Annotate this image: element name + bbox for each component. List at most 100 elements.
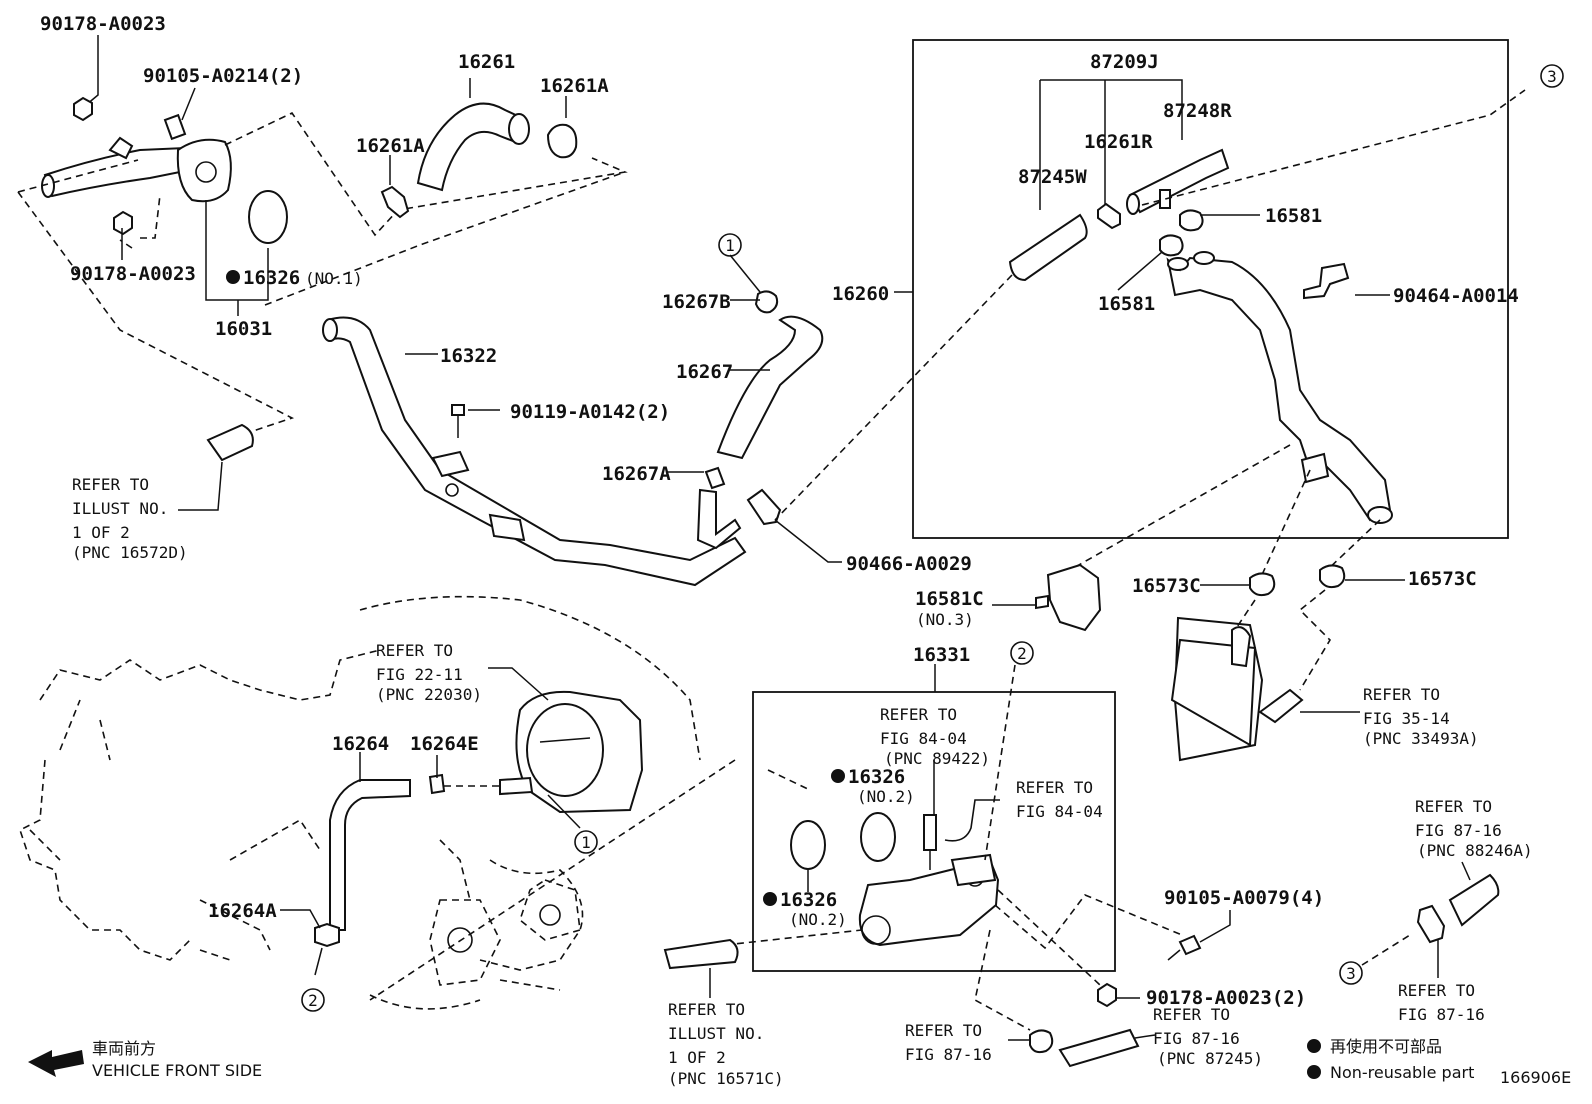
diagram-id: 166906E — [1500, 1068, 1571, 1087]
part-label: 90105-A0214(2) — [143, 65, 303, 87]
part-label-suffix: (NO.3) — [916, 610, 974, 629]
svg-text:VEHICLE FRONT SIDE: VEHICLE FRONT SIDE — [92, 1061, 262, 1080]
part-label: 16573C — [1132, 575, 1201, 597]
svg-text:REFER TO: REFER TO — [1415, 797, 1492, 816]
part-label: 16322 — [440, 345, 497, 367]
part-label: 16581 — [1265, 205, 1322, 227]
dashed-leader — [1254, 469, 1311, 591]
part-label: 16261 — [458, 51, 515, 73]
svg-text:16326: 16326 — [848, 766, 905, 788]
svg-text:FIG 84-04: FIG 84-04 — [1016, 802, 1103, 821]
refer-note-fig84-b: REFER TO FIG 84-04 — [1016, 778, 1103, 821]
svg-text:車両前方: 車両前方 — [92, 1039, 156, 1058]
part-label: 16573C — [1408, 568, 1477, 590]
svg-text:2: 2 — [1017, 644, 1027, 663]
part-label: 16267B — [662, 291, 731, 313]
refer-note-fig87-b: REFER TO FIG 87-16 — [1398, 981, 1485, 1024]
svg-text:ILLUST NO.: ILLUST NO. — [72, 499, 168, 518]
refer-note-fig87-d: REFER TO FIG 87-16 (PNC 87245) — [1153, 1005, 1263, 1068]
svg-text:3: 3 — [1547, 67, 1557, 86]
svg-text:2: 2 — [308, 991, 318, 1010]
svg-text:(NO.2): (NO.2) — [857, 787, 915, 806]
valve-16581c — [992, 563, 1102, 632]
svg-text:REFER TO: REFER TO — [376, 641, 453, 660]
svg-text:Non-reusable part: Non-reusable part — [1330, 1063, 1474, 1082]
part-label: 90119-A0142(2) — [510, 401, 670, 423]
non-reusable-dot-icon — [1307, 1065, 1321, 1079]
callout-2-left: 2 — [301, 988, 325, 1012]
heater-hose-ref — [1361, 861, 1500, 978]
svg-text:REFER TO: REFER TO — [1363, 685, 1440, 704]
part-label: 16261A — [540, 75, 609, 97]
non-reusable-legend: 再使用不可部品 Non-reusable part — [1307, 1037, 1474, 1082]
svg-text:1: 1 — [725, 236, 735, 255]
dashed-leader — [774, 274, 1013, 521]
dashed-leader — [1324, 519, 1381, 573]
part-label: 90466-A0029 — [846, 553, 972, 575]
svg-text:(NO.2): (NO.2) — [789, 910, 847, 929]
svg-text:(PNC 16571C): (PNC 16571C) — [668, 1069, 784, 1088]
svg-text:FIG 87-16: FIG 87-16 — [1398, 1005, 1485, 1024]
svg-text:REFER TO: REFER TO — [880, 705, 957, 724]
svg-text:16326: 16326 — [243, 267, 300, 289]
refer-note-fig87-c: REFER TO FIG 87-16 — [905, 1021, 992, 1064]
svg-text:1 OF 2: 1 OF 2 — [72, 523, 130, 542]
part-label-16326-no1: 16326 (NO.1) — [226, 267, 363, 289]
water-inlet-16331 — [369, 664, 1183, 1031]
svg-text:FIG 87-16: FIG 87-16 — [1153, 1029, 1240, 1048]
svg-text:1 OF 2: 1 OF 2 — [668, 1048, 726, 1067]
svg-text:FIG 84-04: FIG 84-04 — [880, 729, 967, 748]
part-label: 16264 — [332, 733, 389, 755]
svg-text:REFER TO: REFER TO — [72, 475, 149, 494]
svg-text:REFER TO: REFER TO — [1398, 981, 1475, 1000]
part-label: 16267 — [676, 361, 733, 383]
hose-assembly-16260 — [894, 39, 1509, 539]
svg-text:FIG 22-11: FIG 22-11 — [376, 665, 463, 684]
svg-text:(PNC 22030): (PNC 22030) — [376, 685, 482, 704]
callout-3-top: 3 — [1540, 64, 1564, 88]
part-label: 16261A — [356, 135, 425, 157]
svg-text:FIG 87-16: FIG 87-16 — [1415, 821, 1502, 840]
part-label: 16264E — [410, 733, 479, 755]
hose-16261-group — [380, 78, 578, 219]
hose-16264-group — [280, 752, 438, 976]
part-label: 90178-A0023 — [40, 13, 166, 35]
svg-text:REFER TO: REFER TO — [668, 1000, 745, 1019]
part-label: 87245W — [1018, 166, 1087, 188]
oil-cooler-group — [1170, 564, 1405, 762]
svg-text:(PNC 33493A): (PNC 33493A) — [1363, 729, 1479, 748]
refer-note-fig35: REFER TO FIG 35-14 (PNC 33493A) — [1363, 685, 1479, 748]
throttle-body — [428, 667, 644, 829]
non-reusable-dot-icon — [763, 892, 777, 906]
callout-2-middle: 2 — [1010, 641, 1034, 665]
non-reusable-dot-icon — [831, 769, 845, 783]
svg-text:ILLUST NO.: ILLUST NO. — [668, 1024, 764, 1043]
water-outlet-assembly — [17, 35, 628, 433]
part-label: 90178-A0023(2) — [1146, 987, 1306, 1009]
svg-text:REFER TO: REFER TO — [905, 1021, 982, 1040]
non-reusable-dot-icon — [226, 270, 240, 284]
part-label: 87209J — [1090, 51, 1159, 73]
svg-text:FIG 87-16: FIG 87-16 — [905, 1045, 992, 1064]
non-reusable-dot-icon — [1307, 1039, 1321, 1053]
part-label: 16581C — [915, 588, 984, 610]
hose-16267-group — [666, 254, 842, 563]
refer-note-fig84-a: REFER TO FIG 84-04 (PNC 89422) — [880, 705, 990, 768]
svg-text:REFER TO: REFER TO — [1153, 1005, 1230, 1024]
svg-text:再使用不可部品: 再使用不可部品 — [1330, 1037, 1442, 1056]
refer-note-fig22: REFER TO FIG 22-11 (PNC 22030) — [376, 641, 482, 704]
part-label: 16581 — [1098, 293, 1155, 315]
callout-1-top: 1 — [718, 233, 742, 257]
svg-text:REFER TO: REFER TO — [1016, 778, 1093, 797]
svg-text:(NO.1): (NO.1) — [305, 269, 363, 288]
svg-text:(PNC 16572D): (PNC 16572D) — [72, 543, 188, 562]
svg-text:1: 1 — [581, 833, 591, 852]
part-label: 16267A — [602, 463, 671, 485]
refer-note-illust-bottom: REFER TO ILLUST NO. 1 OF 2 (PNC 16571C) — [668, 1000, 784, 1088]
svg-text:(PNC 89422): (PNC 89422) — [884, 749, 990, 768]
svg-text:FIG 35-14: FIG 35-14 — [1363, 709, 1450, 728]
part-label: 90178-A0023 — [70, 263, 196, 285]
svg-text:(PNC 88246A): (PNC 88246A) — [1417, 841, 1533, 860]
